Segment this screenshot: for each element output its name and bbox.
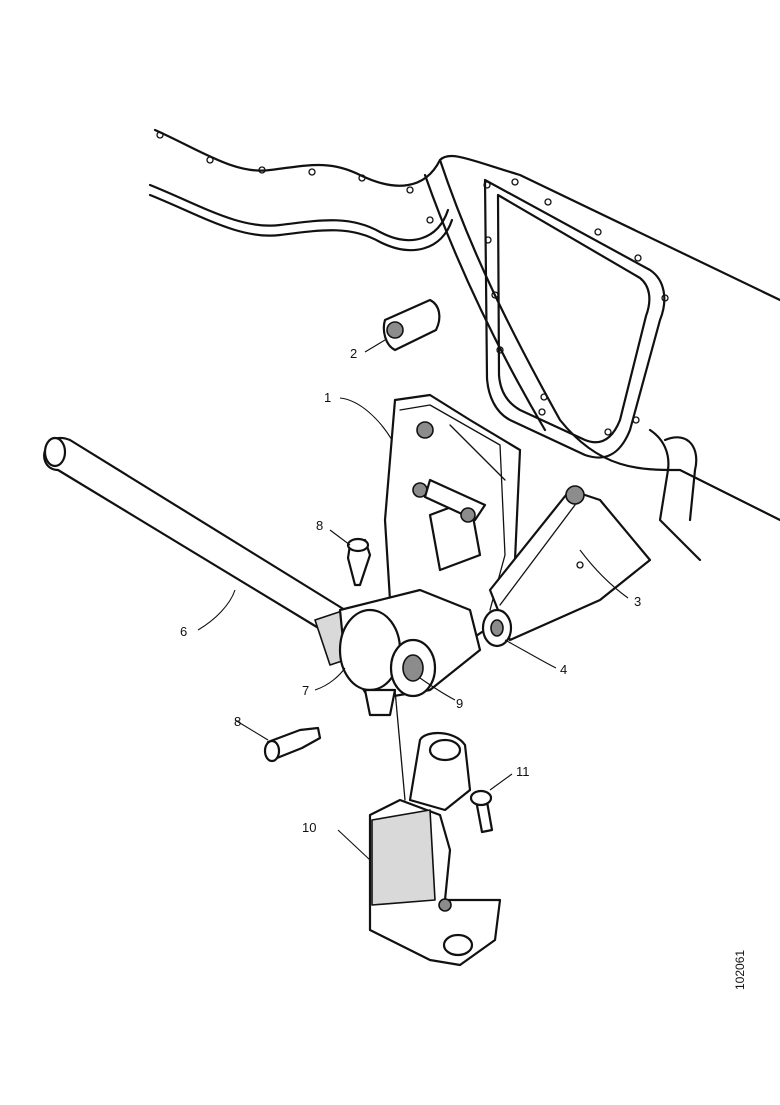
bolt-lower bbox=[263, 726, 322, 763]
callout-4: 4 bbox=[560, 662, 567, 677]
bolt-bracket bbox=[469, 789, 494, 834]
axle-tube bbox=[43, 436, 376, 666]
callout-3: 3 bbox=[634, 594, 641, 609]
figure-id: 102061 bbox=[733, 950, 747, 990]
callout-7: 7 bbox=[302, 683, 309, 698]
callout-6: 6 bbox=[180, 624, 187, 639]
callout-labels: 1 2 3 4 6 7 8 8 9 10 11 bbox=[180, 346, 641, 835]
callout-8-upper: 8 bbox=[316, 518, 323, 533]
reaction-arm bbox=[488, 485, 652, 642]
callout-10: 10 bbox=[302, 820, 316, 835]
lower-bushing bbox=[481, 608, 513, 648]
chassis-frame bbox=[148, 128, 780, 562]
bushing-assembly bbox=[338, 588, 482, 717]
callout-leaders bbox=[197, 339, 629, 861]
callout-9: 9 bbox=[456, 696, 463, 711]
callout-2: 2 bbox=[350, 346, 357, 361]
lower-bracket bbox=[368, 689, 502, 967]
callout-1: 1 bbox=[324, 390, 331, 405]
callout-8-lower: 8 bbox=[234, 714, 241, 729]
callout-11: 11 bbox=[516, 764, 530, 779]
upper-mount-bracket bbox=[382, 298, 441, 352]
bolt-upper bbox=[346, 537, 372, 587]
